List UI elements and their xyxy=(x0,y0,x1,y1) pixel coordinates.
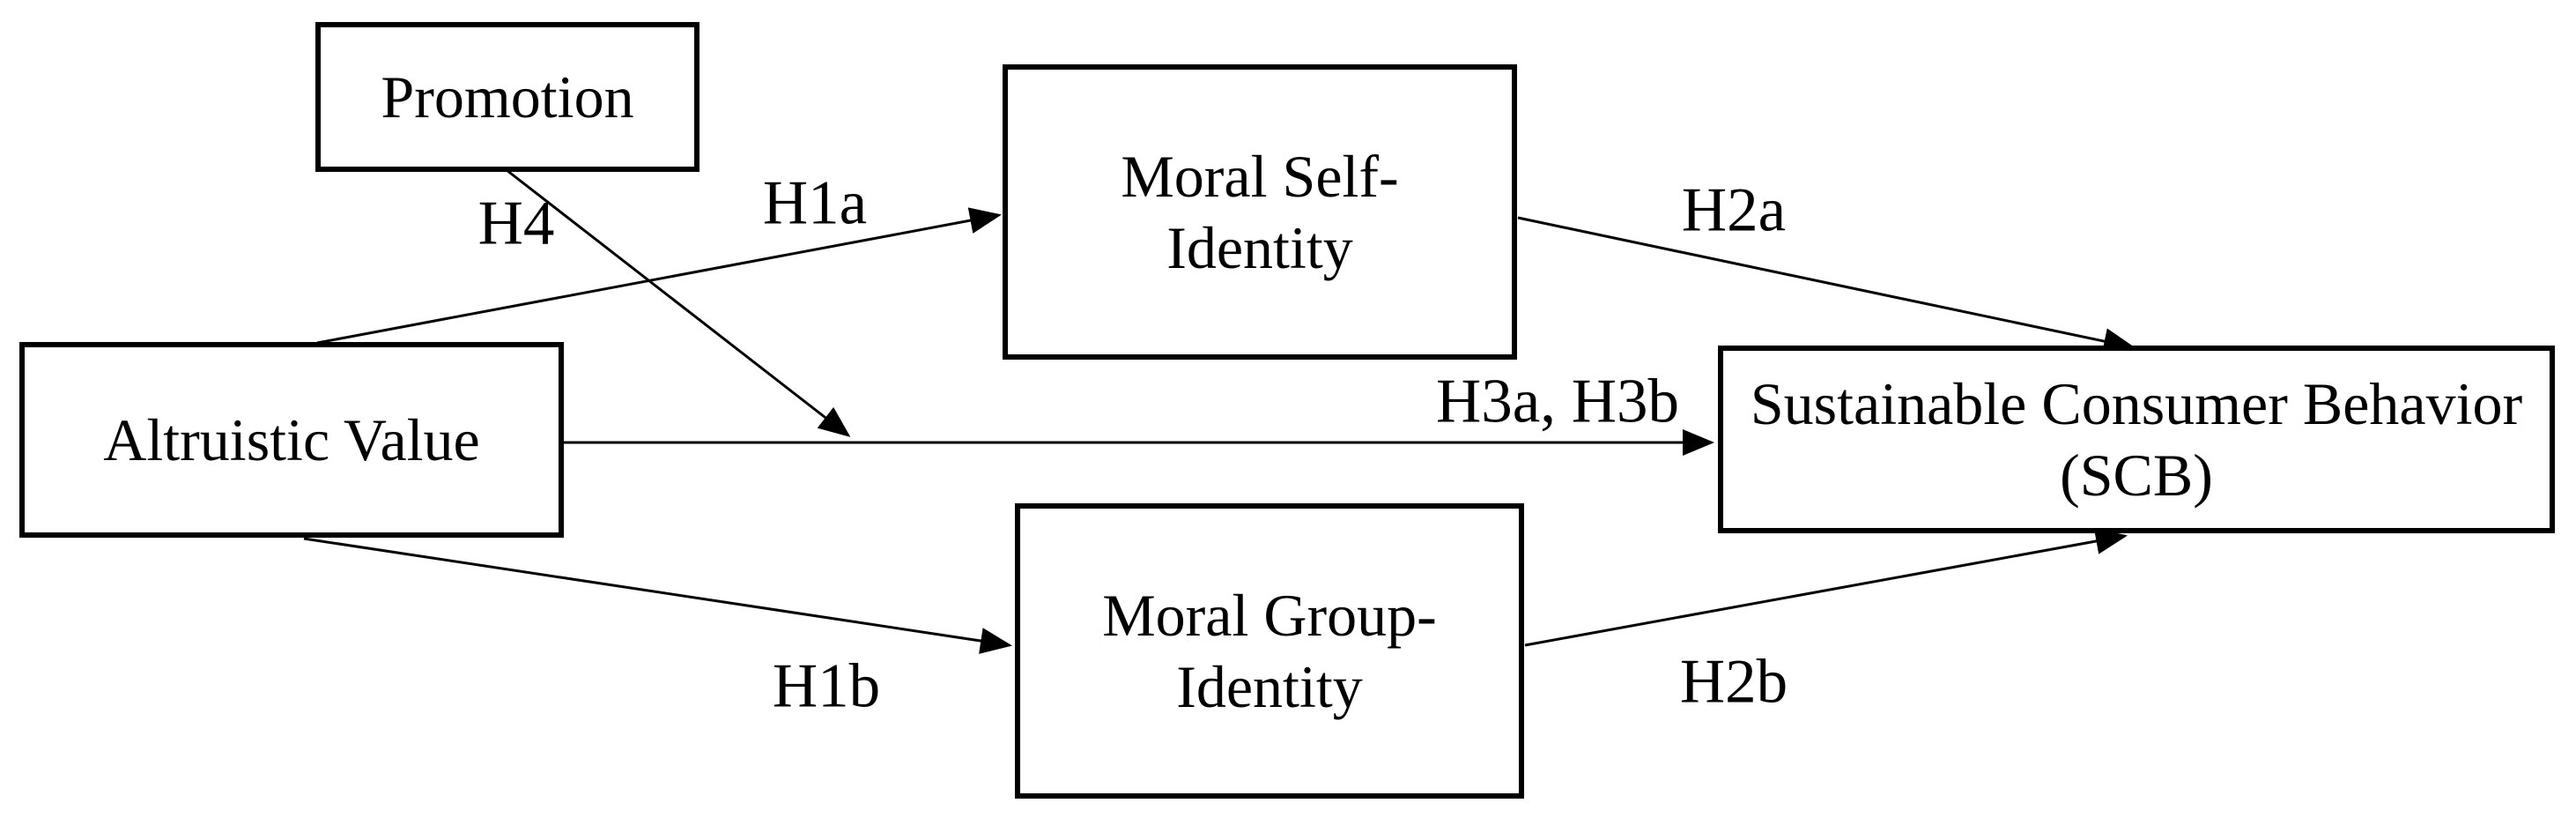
node-scb-label-line2: (SCB) xyxy=(2060,441,2213,509)
label-h4: H4 xyxy=(477,189,555,258)
arrow-h2b xyxy=(1524,528,2128,647)
label-h3a-h3b: H3a, H3b xyxy=(1435,367,1680,436)
node-moral-group-identity-label: Moral Group- xyxy=(1102,582,1437,650)
label-h1a: H1a xyxy=(762,168,868,238)
node-moral-self-identity-label-line2: Identity xyxy=(1166,213,1353,281)
node-promotion-label: Promotion xyxy=(381,63,634,130)
node-promotion: Promotion xyxy=(315,22,700,172)
arrow-h1a xyxy=(316,207,1002,345)
node-altruistic-value: Altruistic Value xyxy=(19,342,564,538)
node-moral-group-identity-label-line2: Identity xyxy=(1176,652,1363,720)
node-scb-label: Sustainable Consumer Behavior xyxy=(1750,370,2523,438)
node-moral-self-identity-label: Moral Self- xyxy=(1121,143,1399,211)
label-h1b: H1b xyxy=(772,651,881,721)
arrow-h1b xyxy=(303,537,1012,654)
node-moral-group-identity: Moral Group- Identity xyxy=(1015,503,1524,799)
node-scb: Sustainable Consumer Behavior (SCB) xyxy=(1718,346,2555,533)
label-h2a: H2a xyxy=(1681,175,1787,245)
label-h2b: H2b xyxy=(1679,647,1788,717)
node-altruistic-value-label: Altruistic Value xyxy=(103,405,480,473)
arrow-h2a xyxy=(1517,216,2136,354)
node-moral-self-identity: Moral Self- Identity xyxy=(1003,64,1517,360)
arrow-h4 xyxy=(506,168,851,437)
